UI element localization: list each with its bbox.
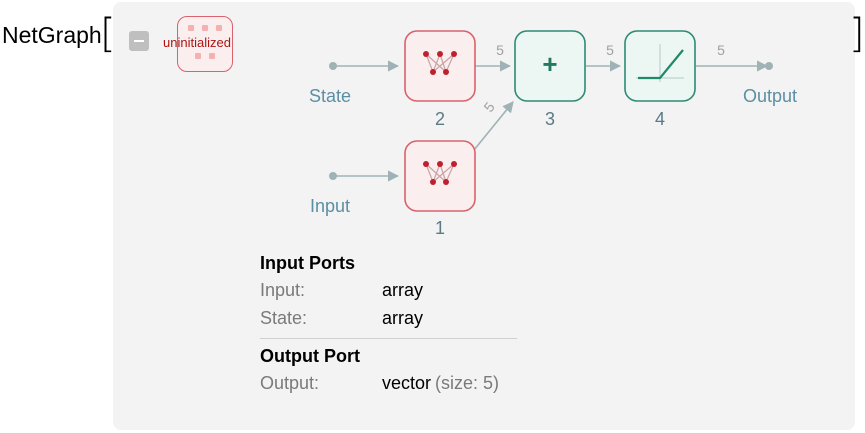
port-type-wrap: vector(size: 5) [382, 369, 499, 397]
netgraph-head: NetGraph [2, 22, 102, 48]
ghost-dot [195, 53, 201, 59]
divider [260, 338, 517, 339]
port-row: State: array [260, 304, 517, 332]
port-row: Output: vector(size: 5) [260, 369, 517, 397]
linear-layer-icon [425, 163, 455, 183]
status-label: uninitialized [163, 35, 231, 50]
ghost-dot [188, 25, 194, 31]
node-id-label: 2 [435, 109, 445, 129]
output-port-dot [765, 62, 773, 70]
linear-layer-icon [425, 53, 455, 73]
edge-size-label: 5 [496, 42, 504, 58]
ghost-dot [202, 25, 208, 31]
ramp-icon [636, 44, 684, 82]
summary-panel [113, 2, 855, 430]
port-name: Input: [260, 280, 306, 300]
node-3[interactable]: + [514, 30, 586, 102]
close-bracket: ] [849, 11, 865, 57]
port-type: array [382, 308, 424, 328]
edges [333, 60, 769, 182]
ghost-dot [216, 25, 222, 31]
port-name: Output: [260, 373, 320, 393]
collapse-button[interactable] [129, 31, 149, 51]
state-port-label: State [309, 86, 351, 106]
input-port-label: Input [310, 196, 350, 216]
plus-icon: + [542, 49, 557, 79]
edge-size-label: 5 [717, 42, 725, 58]
output-port-title: Output Port [260, 346, 360, 366]
node-id-label: 3 [545, 109, 555, 129]
port-type: vector [382, 373, 432, 393]
input-port-dot [329, 172, 337, 180]
edge-size-label: 5 [606, 42, 614, 58]
ghost-dot [209, 53, 215, 59]
edge-size-label: 5 [480, 99, 498, 115]
port-type: array [382, 280, 424, 300]
node-2[interactable] [404, 30, 476, 102]
node-id-label: 1 [435, 218, 445, 238]
input-ports-title: Input Ports [260, 253, 355, 273]
node-4[interactable] [624, 30, 696, 102]
node-id-label: 4 [655, 109, 665, 129]
port-row: Input: array [260, 276, 517, 304]
port-name: State: [260, 308, 308, 328]
minus-icon [134, 40, 144, 42]
port-size: (size: 5) [435, 373, 500, 393]
uninitialized-net-icon [177, 16, 233, 72]
node-1[interactable] [404, 140, 476, 212]
port-table: Input Ports Input: array State: array Ou… [260, 250, 517, 397]
output-port-label: Output [743, 86, 797, 106]
edge-1-to-3 [473, 101, 514, 151]
state-port-dot [329, 62, 337, 70]
open-bracket: [ [100, 11, 116, 57]
